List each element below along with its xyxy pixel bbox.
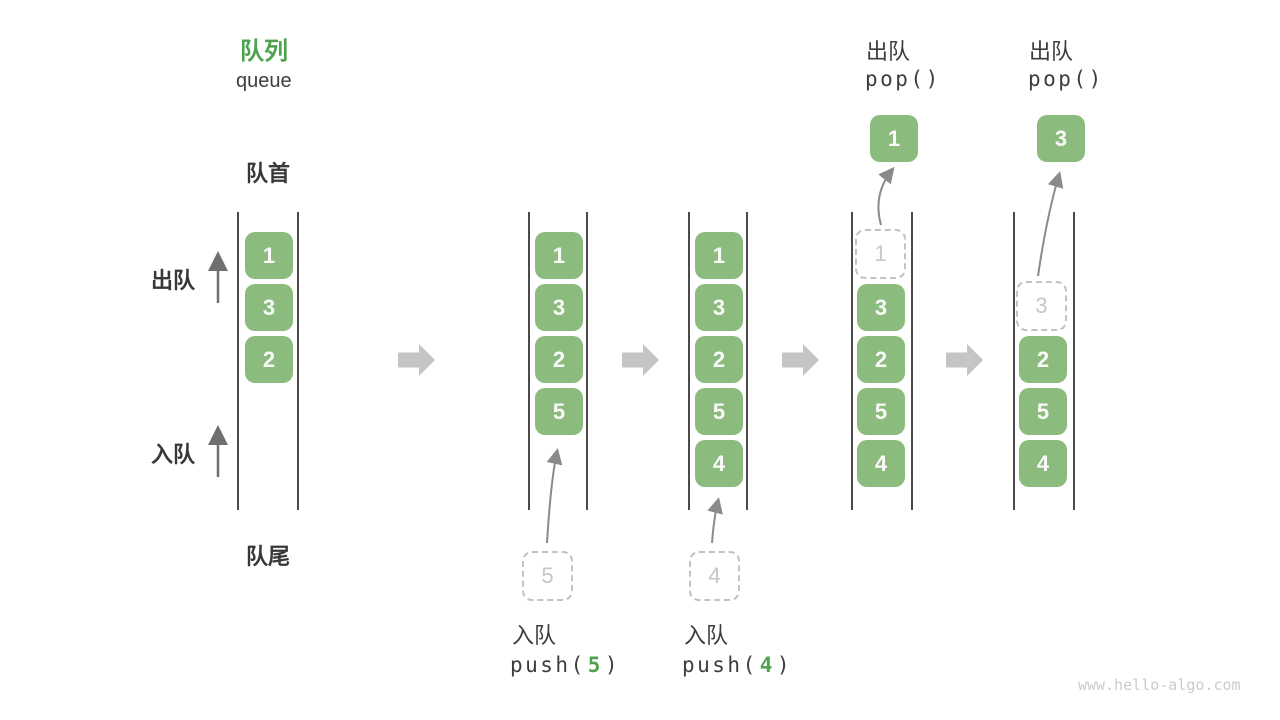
popped-cell: 3 <box>1037 115 1085 162</box>
queue-cell: 1 <box>245 232 293 279</box>
queue-state-1 <box>237 212 299 510</box>
queue-cell: 2 <box>245 336 293 383</box>
queue-state-4 <box>851 212 913 510</box>
op-fn: push( <box>510 653 586 677</box>
queue-cell: 2 <box>535 336 583 383</box>
enqueue-arrow-push4 <box>707 497 723 544</box>
op-code-pop-1: pop() <box>865 67 941 91</box>
op-arg: 5 <box>587 653 603 677</box>
queue-state-3 <box>688 212 748 510</box>
enqueue-arrow-push5 <box>546 448 563 544</box>
queue-cell: 3 <box>535 284 583 331</box>
dequeue-arrow-pop3 <box>1037 171 1064 277</box>
op-label-enqueue-1: 入队 <box>512 623 557 648</box>
dequeue-arrow-pop1 <box>877 166 895 226</box>
label-enqueue-side: 入队 <box>151 442 196 467</box>
queue-cell: 3 <box>695 284 743 331</box>
label-queue-rear: 队尾 <box>245 544 290 569</box>
op-code-push5: push(5) <box>510 653 620 677</box>
pending-cell: 4 <box>689 551 740 601</box>
queue-cell: 4 <box>1019 440 1067 487</box>
op-label-enqueue-2: 入队 <box>684 623 729 648</box>
title-zh: 队列 <box>240 38 288 65</box>
queue-cell-removed: 1 <box>855 229 906 279</box>
op-fn: push( <box>682 653 758 677</box>
queue-cell: 4 <box>695 440 743 487</box>
queue-cell: 3 <box>857 284 905 331</box>
queue-state-5 <box>1013 212 1075 510</box>
queue-cell: 5 <box>1019 388 1067 435</box>
label-queue-front: 队首 <box>245 161 290 186</box>
op-label-dequeue-1: 出队 <box>866 39 911 64</box>
op-code-pop-2: pop() <box>1028 67 1104 91</box>
queue-cell: 2 <box>857 336 905 383</box>
queue-cell: 2 <box>695 336 743 383</box>
queue-cell: 5 <box>535 388 583 435</box>
transition-arrow-3 <box>782 344 819 376</box>
queue-state-2 <box>528 212 588 510</box>
queue-cell: 2 <box>1019 336 1067 383</box>
queue-cell: 1 <box>695 232 743 279</box>
op-close: ) <box>604 653 621 677</box>
transition-arrow-4 <box>946 344 983 376</box>
op-code-push4: push(4) <box>682 653 792 677</box>
title-en: queue <box>236 70 292 92</box>
transition-arrow-1 <box>398 344 435 376</box>
op-arg: 4 <box>759 653 775 677</box>
op-label-dequeue-2: 出队 <box>1029 39 1074 64</box>
queue-cell: 1 <box>535 232 583 279</box>
watermark: www.hello-algo.com <box>1078 676 1241 694</box>
op-close: ) <box>776 653 793 677</box>
queue-cell: 5 <box>695 388 743 435</box>
transition-arrow-2 <box>622 344 659 376</box>
label-dequeue-side: 出队 <box>151 268 196 293</box>
queue-cell-removed: 3 <box>1016 281 1067 331</box>
queue-cell: 3 <box>245 284 293 331</box>
queue-cell: 5 <box>857 388 905 435</box>
pending-cell: 5 <box>522 551 573 601</box>
popped-cell: 1 <box>870 115 918 162</box>
queue-cell: 4 <box>857 440 905 487</box>
